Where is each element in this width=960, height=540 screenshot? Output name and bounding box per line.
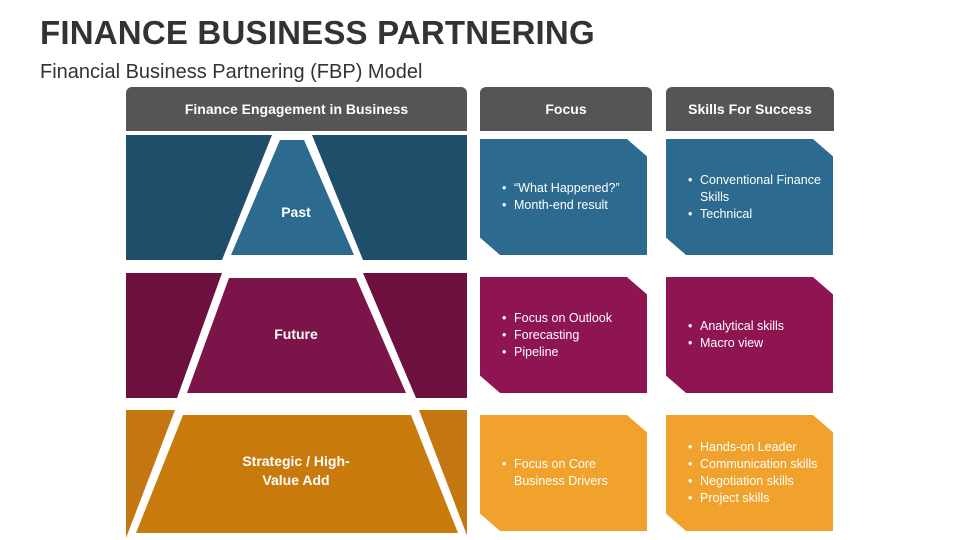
skills-card-past: Conventional Finance Skills Technical <box>666 139 833 255</box>
skills-list-strategic: Hands-on Leader Communication skills Neg… <box>688 439 823 507</box>
skills-card-strategic: Hands-on Leader Communication skills Neg… <box>666 415 833 531</box>
list-item: Analytical skills <box>688 318 823 335</box>
header-focus: Focus <box>480 87 652 131</box>
list-item: Month-end result <box>502 197 637 214</box>
level-label-past: Past <box>281 204 311 220</box>
skills-list-past: Conventional Finance Skills Technical <box>688 172 823 223</box>
list-item: Hands-on Leader <box>688 439 823 456</box>
list-item: “What Happened?” <box>502 180 637 197</box>
list-item: Conventional Finance Skills <box>688 172 823 206</box>
list-item: Pipeline <box>502 344 637 361</box>
list-item: Project skills <box>688 490 823 507</box>
list-item: Macro view <box>688 335 823 352</box>
focus-card-past: “What Happened?” Month-end result <box>480 139 647 255</box>
page-title: FINANCE BUSINESS PARTNERING <box>40 14 595 51</box>
skills-list-future: Analytical skills Macro view <box>688 318 823 352</box>
header-focus-label: Focus <box>545 101 587 117</box>
header-engagement: Finance Engagement in Business <box>126 87 467 131</box>
header-skills: Skills For Success <box>666 87 834 131</box>
list-item: Focus on Core Business Drivers <box>502 456 637 490</box>
page-subtitle: Financial Business Partnering (FBP) Mode… <box>40 61 423 83</box>
header-engagement-label: Finance Engagement in Business <box>184 101 409 117</box>
list-item: Negotiation skills <box>688 473 823 490</box>
pyramid-tier-strategic <box>136 415 458 533</box>
focus-list-past: “What Happened?” Month-end result <box>502 180 637 214</box>
list-item: Communication skills <box>688 456 823 473</box>
focus-card-strategic: Focus on Core Business Drivers <box>480 415 647 531</box>
list-item: Forecasting <box>502 327 637 344</box>
list-item: Focus on Outlook <box>502 310 637 327</box>
focus-list-strategic: Focus on Core Business Drivers <box>502 456 637 490</box>
level-label-strategic: Strategic / High-Value Add <box>242 453 350 488</box>
pyramid-tier-past <box>231 140 354 255</box>
list-item: Technical <box>688 206 823 223</box>
focus-list-future: Focus on Outlook Forecasting Pipeline <box>502 310 637 361</box>
skills-card-future: Analytical skills Macro view <box>666 277 833 393</box>
header-skills-label: Skills For Success <box>688 101 812 117</box>
pyramid-tier-future <box>187 278 406 393</box>
level-label-future: Future <box>274 326 318 342</box>
focus-card-future: Focus on Outlook Forecasting Pipeline <box>480 277 647 393</box>
